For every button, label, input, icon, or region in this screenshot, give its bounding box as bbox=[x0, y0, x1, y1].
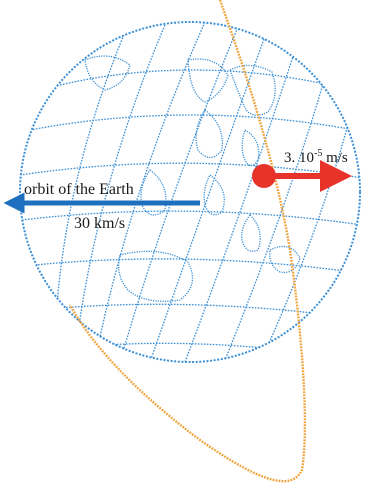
earth-orbit-label: orbit of the Earth bbox=[24, 181, 134, 198]
meridian-lines bbox=[54, 22, 353, 362]
satellite-dot bbox=[252, 164, 276, 188]
satellite-speed-label: 3. 10-5 m/s bbox=[284, 148, 348, 166]
satellite-orbit bbox=[68, 0, 307, 483]
earth-globe bbox=[19, 21, 361, 363]
earth-speed-label: 30 km/s bbox=[74, 215, 125, 232]
satellite-speed-unit: m/s bbox=[322, 150, 348, 166]
satellite-speed-exponent: -5 bbox=[314, 148, 322, 159]
continent-outlines bbox=[84, 55, 301, 302]
satellite-speed-prefix: 3. 10 bbox=[284, 150, 314, 166]
parallel-lines bbox=[20, 69, 360, 351]
